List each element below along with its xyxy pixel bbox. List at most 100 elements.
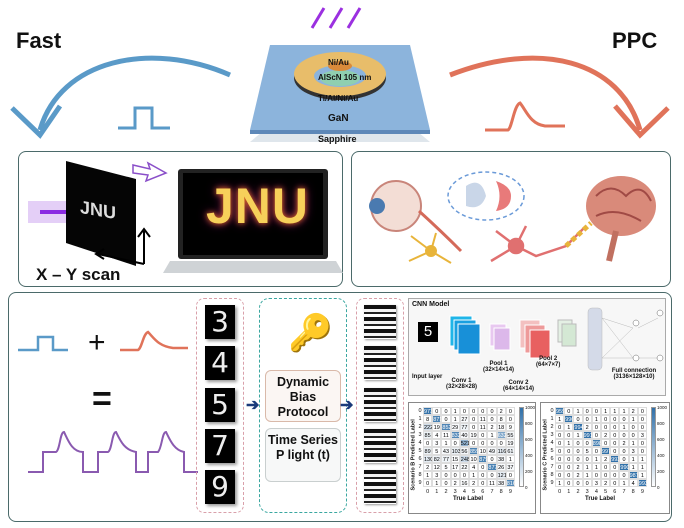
pool1-dim: (32×14×14) [483, 367, 515, 373]
matrix-cell: 0 [637, 415, 647, 423]
matrix-cell: 8 [423, 415, 433, 423]
synapse-icon [466, 181, 511, 211]
matrix-cell: 0 [564, 471, 574, 479]
encoded-image [364, 429, 396, 463]
pool2-label: Pool 2(64×7×7) [536, 356, 560, 368]
ppc-curve-arrow [449, 55, 643, 131]
matrix-cell: 0 [582, 455, 592, 463]
matrix-cell: 0 [459, 471, 469, 479]
matrix-cell: 0 [441, 479, 451, 487]
neuron-yellow-icon [408, 232, 452, 264]
matrix-cell: 0 [601, 415, 611, 423]
encoded-image [364, 388, 396, 422]
matrix-cell: 2 [628, 407, 638, 415]
y-tick-label: 4 [550, 440, 554, 446]
y-tick-label: 6 [550, 456, 554, 462]
matrix-cell: 1 [450, 407, 460, 415]
xy-scan-label: X – Y scan [36, 265, 121, 284]
top-illustration [10, 7, 670, 142]
x-tick-label: 1 [435, 489, 439, 495]
matrix-cell: 12 [432, 463, 442, 471]
x-tick-label: 3 [453, 489, 457, 495]
x-tick-label: 6 [613, 489, 617, 495]
cnn-title: CNN Model [412, 301, 450, 308]
matrix-cell: 27 [459, 415, 469, 423]
matrix-cell: 0 [555, 423, 565, 431]
matrix-cell: 0 [637, 447, 647, 455]
matrix-cell: 0 [573, 479, 583, 487]
matrix-cell: 0 [573, 455, 583, 463]
conv2-name: Conv 2 [508, 380, 529, 386]
protocol-group [259, 298, 347, 513]
matrix-cell: 0 [601, 471, 611, 479]
matrix-cell: 991 [582, 431, 593, 439]
conv2-label: Conv 2(64×14×14) [503, 380, 534, 392]
matrix-cell: 2 [573, 463, 583, 471]
matrix-cell: 11 [478, 415, 488, 423]
y-tick-label: 9 [550, 480, 554, 486]
input-layer-label: Input layer [412, 374, 443, 380]
encoded-image [364, 346, 396, 380]
conv1-layer [449, 315, 481, 355]
matrix-cell: 4 [628, 479, 638, 487]
y-tick-label: 1 [550, 416, 554, 422]
matrix-cell: 1 [423, 471, 433, 479]
matrix-cell: 0 [601, 439, 611, 447]
matrix-cell: 1 [637, 455, 647, 463]
y-tick-label: 9 [418, 480, 422, 486]
colorbar-tick: 1000 [657, 405, 668, 410]
matrix-cell: 3 [637, 431, 647, 439]
matrix-cell: 1 [637, 463, 647, 471]
conv2-dim: (64×14×14) [503, 386, 535, 392]
matrix-cell: 871 [432, 415, 443, 423]
matrix-cell: 38 [496, 479, 506, 487]
matrix-cell: 222 [423, 423, 434, 431]
arrow-right-icon: ➔ [340, 397, 354, 414]
matrix-cell: 0 [582, 479, 592, 487]
matrix-cell: 994 [573, 423, 584, 431]
fc-layers [587, 307, 664, 371]
matrix-cell: 2 [487, 423, 497, 431]
matrix-cell: 0 [459, 407, 469, 415]
matrix-cell: 1 [505, 455, 515, 463]
x-tick-label: 3 [585, 489, 589, 495]
matrix-cell: 77 [441, 455, 451, 463]
colorbar [519, 407, 524, 487]
matrix-cell: 1 [601, 407, 611, 415]
matrix-cell: 1 [591, 455, 601, 463]
matrix-cell: 0 [610, 423, 620, 431]
matrix-cell: 0 [610, 447, 620, 455]
matrix-cell: 3 [432, 471, 442, 479]
laptop-image-text: JNU [206, 178, 310, 234]
conv1-label: Conv 1(32×28×28) [446, 378, 477, 390]
matrix-cell: 993 [637, 479, 648, 487]
digit-image: 5 [205, 388, 235, 422]
x-tick-label: 9 [508, 489, 512, 495]
y-tick-label: 5 [550, 448, 554, 454]
matrix-cell: 0 [478, 471, 488, 479]
layer-gan: GaN [328, 113, 349, 124]
matrix-cell: 19 [505, 439, 515, 447]
matrix-cell: 0 [619, 471, 629, 479]
colorbar-tick: 800 [657, 421, 665, 426]
matrix-cell: 2 [573, 471, 583, 479]
combined-signal-trace [28, 430, 198, 473]
matrix-cell: 0 [450, 471, 460, 479]
matrix-cell: 19 [469, 431, 479, 439]
colorbar-tick: 200 [657, 469, 665, 474]
matrix-cell: 18 [496, 423, 506, 431]
matrix-cell: 0 [487, 415, 497, 423]
matrix-cell: 0 [487, 439, 497, 447]
matrix-cell: 1 [564, 423, 574, 431]
encoded-image [364, 470, 396, 504]
y-tick-label: 6 [418, 456, 422, 462]
matrix-cell: 40 [459, 431, 469, 439]
matrix-cell: 37 [505, 463, 515, 471]
digits-group [196, 298, 244, 513]
laptop-base [163, 261, 343, 273]
matrix-cell: 0 [628, 431, 638, 439]
y-tick-label: 8 [550, 472, 554, 478]
matrix-cell: 11 [441, 431, 451, 439]
encoded-image [364, 305, 396, 339]
x-tick-label: 5 [472, 489, 476, 495]
